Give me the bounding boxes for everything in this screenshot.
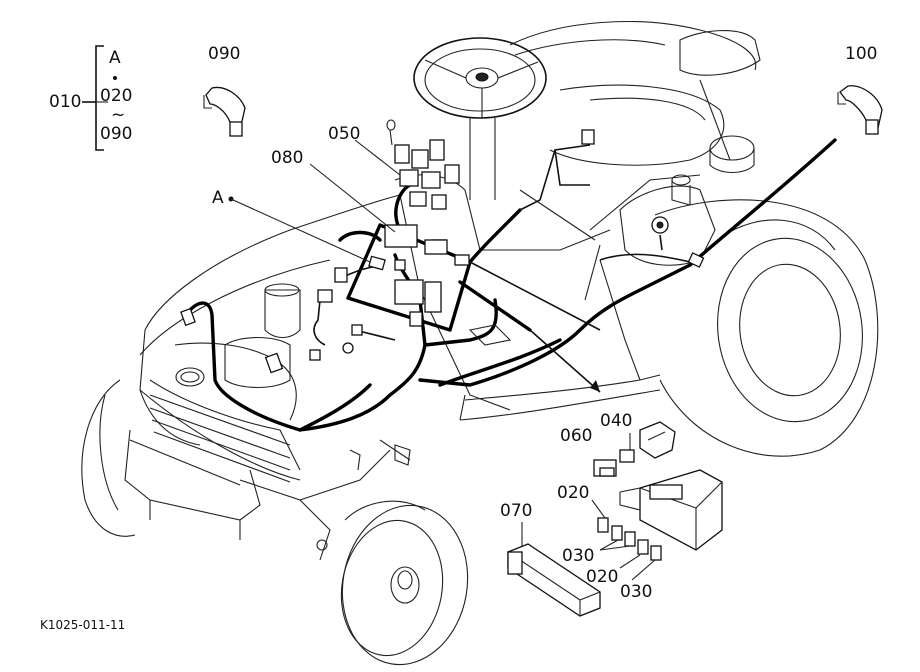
- label-040: 040: [600, 411, 633, 431]
- relay-cluster: [386, 119, 460, 210]
- rear-wheel: [654, 199, 879, 457]
- front-right-wheel: [340, 500, 469, 666]
- label-060: 060: [560, 426, 593, 446]
- label-020-detail: 020: [557, 483, 590, 503]
- front-axle: [239, 439, 411, 561]
- label-050: 050: [328, 124, 361, 144]
- detail-arrow: [458, 280, 601, 393]
- label-a-harness: A: [212, 188, 224, 208]
- front-grille: [124, 367, 301, 540]
- steering-wheel: [413, 37, 547, 200]
- clamp-090: [203, 86, 246, 137]
- label-030-b: 030: [620, 582, 653, 602]
- label-020-top: 020: [100, 86, 133, 106]
- label-a-top: A: [109, 48, 121, 68]
- label-090-range: 090: [100, 124, 133, 144]
- label-030-a: 030: [562, 546, 595, 566]
- label-tilde: ~: [111, 105, 126, 125]
- label-090-clamp: 090: [208, 44, 241, 64]
- part-070: [507, 522, 601, 617]
- main-harness: [188, 138, 837, 432]
- reservoir: [224, 283, 301, 388]
- leader-lines: [96, 101, 401, 263]
- label-100: 100: [845, 44, 878, 64]
- harness-connectors: [180, 129, 705, 374]
- label-080: 080: [271, 148, 304, 168]
- label-070: 070: [500, 501, 533, 521]
- seat: [509, 21, 761, 166]
- clamp-100: [837, 85, 883, 135]
- fuel-tank: [619, 135, 755, 266]
- fuse-box-mounted: [384, 224, 448, 327]
- part-fuse-block: [591, 469, 723, 581]
- part-040-060: [593, 421, 676, 477]
- label-020-b: 020: [586, 567, 619, 587]
- label-010: 010: [49, 92, 82, 112]
- footer-code: K1025-011-11: [40, 618, 126, 632]
- group-bracket-010: [82, 45, 117, 151]
- front-left-wheel: [81, 379, 136, 537]
- hood-details: [349, 324, 512, 471]
